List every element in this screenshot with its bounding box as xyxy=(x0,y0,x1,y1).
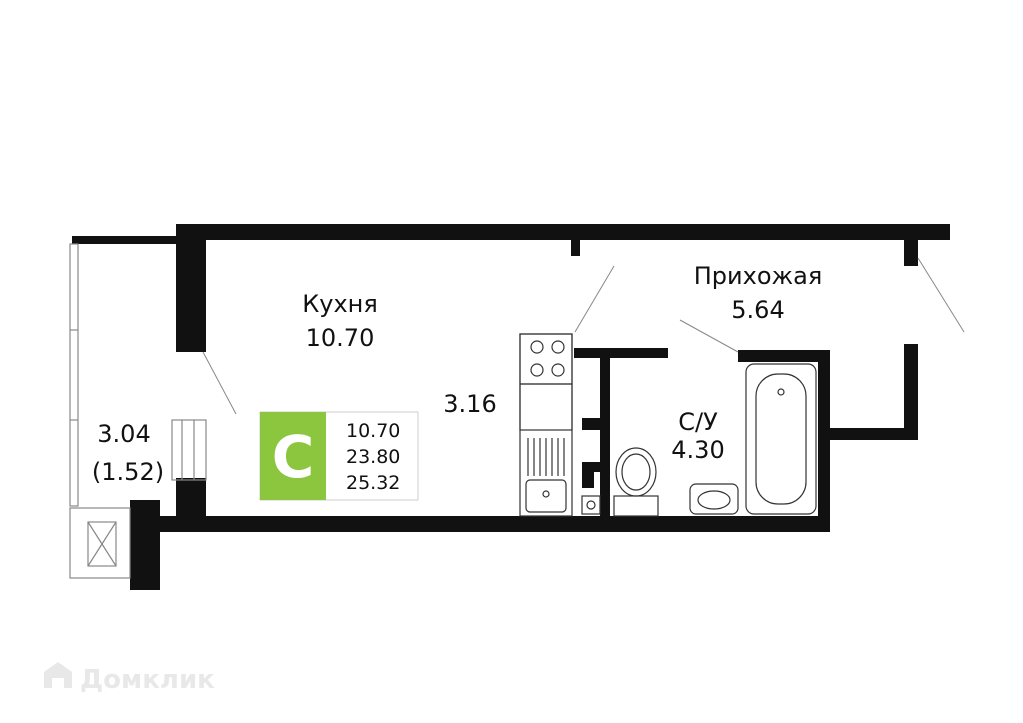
bathroom-fixtures xyxy=(613,363,817,517)
toilet-seat xyxy=(621,453,651,491)
wall-niche-bump-3 xyxy=(582,470,594,488)
burner-4 xyxy=(551,363,565,377)
door-swing-kitchen xyxy=(202,351,237,415)
wall-corner-block xyxy=(130,500,160,590)
bathtub-drain xyxy=(777,388,785,396)
wall-niche-horizontal xyxy=(574,348,668,358)
kitchen-name: Кухня xyxy=(302,290,378,318)
room-labels: Кухня 10.70 Прихожая 5.64 С/У 4.30 3.16 … xyxy=(92,262,822,486)
washing-machine-door xyxy=(586,500,596,510)
wall-stub-top xyxy=(571,238,580,256)
burner-2 xyxy=(551,340,565,354)
walls xyxy=(72,224,950,590)
washing-machine xyxy=(581,495,601,515)
legend-total-with-loggia: 25.32 xyxy=(346,472,400,494)
hallway-area: 5.64 xyxy=(731,296,784,324)
wall-bath-top xyxy=(738,350,826,362)
door-swings xyxy=(202,257,965,415)
class-badge xyxy=(260,412,326,500)
kitchen-fixtures xyxy=(519,333,601,517)
washbasin xyxy=(689,483,739,515)
ventilation-shaft-inner xyxy=(87,521,117,567)
wall-top-right-cap xyxy=(932,224,950,240)
ventilation-shaft xyxy=(69,507,131,579)
wall-entrance-lower xyxy=(904,344,918,440)
burner-3 xyxy=(530,363,544,377)
hallway-name: Прихожая xyxy=(694,262,823,290)
toilet-bowl xyxy=(615,447,657,497)
bathroom-area: 4.30 xyxy=(671,436,724,464)
bathtub xyxy=(745,363,817,515)
dish-rack xyxy=(527,438,565,476)
watermark: Домклик xyxy=(44,662,215,695)
wall-bottom xyxy=(130,516,830,532)
loggia-glazing xyxy=(69,243,79,507)
door-swing-entrance xyxy=(917,257,965,333)
niche-area: 3.16 xyxy=(443,390,496,418)
wall-hall-bottom xyxy=(818,428,918,440)
door-swing-niche xyxy=(574,265,615,333)
loggia-reduced-area: (1.52) xyxy=(92,458,164,486)
watermark-logo-icon xyxy=(44,662,72,688)
legend-total-area: 23.80 xyxy=(346,446,400,468)
washbasin-bowl xyxy=(697,490,731,510)
kitchen-area: 10.70 xyxy=(306,324,375,352)
wall-entrance-upper xyxy=(904,240,918,266)
wall-loggia-top xyxy=(72,236,178,244)
kitchen-counter xyxy=(519,333,573,517)
wall-top xyxy=(176,224,950,240)
loggia xyxy=(69,243,207,579)
wall-bath-right xyxy=(818,350,830,532)
kitchen-cabinet xyxy=(519,383,573,431)
shaft-cross-2 xyxy=(87,521,117,567)
bathtub-inner xyxy=(755,373,807,505)
door-swing-bath xyxy=(679,319,739,353)
watermark-text: Домклик xyxy=(80,665,215,695)
legend-living-area: 10.70 xyxy=(346,420,400,442)
toilet-tank xyxy=(613,495,659,517)
sink-drain xyxy=(542,490,550,498)
bathroom-name: С/У xyxy=(678,408,718,436)
kitchen-sink xyxy=(525,479,567,513)
wall-niche-bump-1 xyxy=(582,418,604,430)
class-badge-letter: C xyxy=(272,423,315,491)
wall-left-upper xyxy=(176,224,206,352)
burner-1 xyxy=(530,340,544,354)
loggia-area: 3.04 xyxy=(97,420,150,448)
stove xyxy=(519,333,573,385)
wall-niche-vertical xyxy=(600,348,610,518)
area-legend: C 10.70 23.80 25.32 xyxy=(259,411,419,501)
wall-niche-bump-2 xyxy=(582,462,604,472)
balcony-door-frame xyxy=(171,419,207,481)
